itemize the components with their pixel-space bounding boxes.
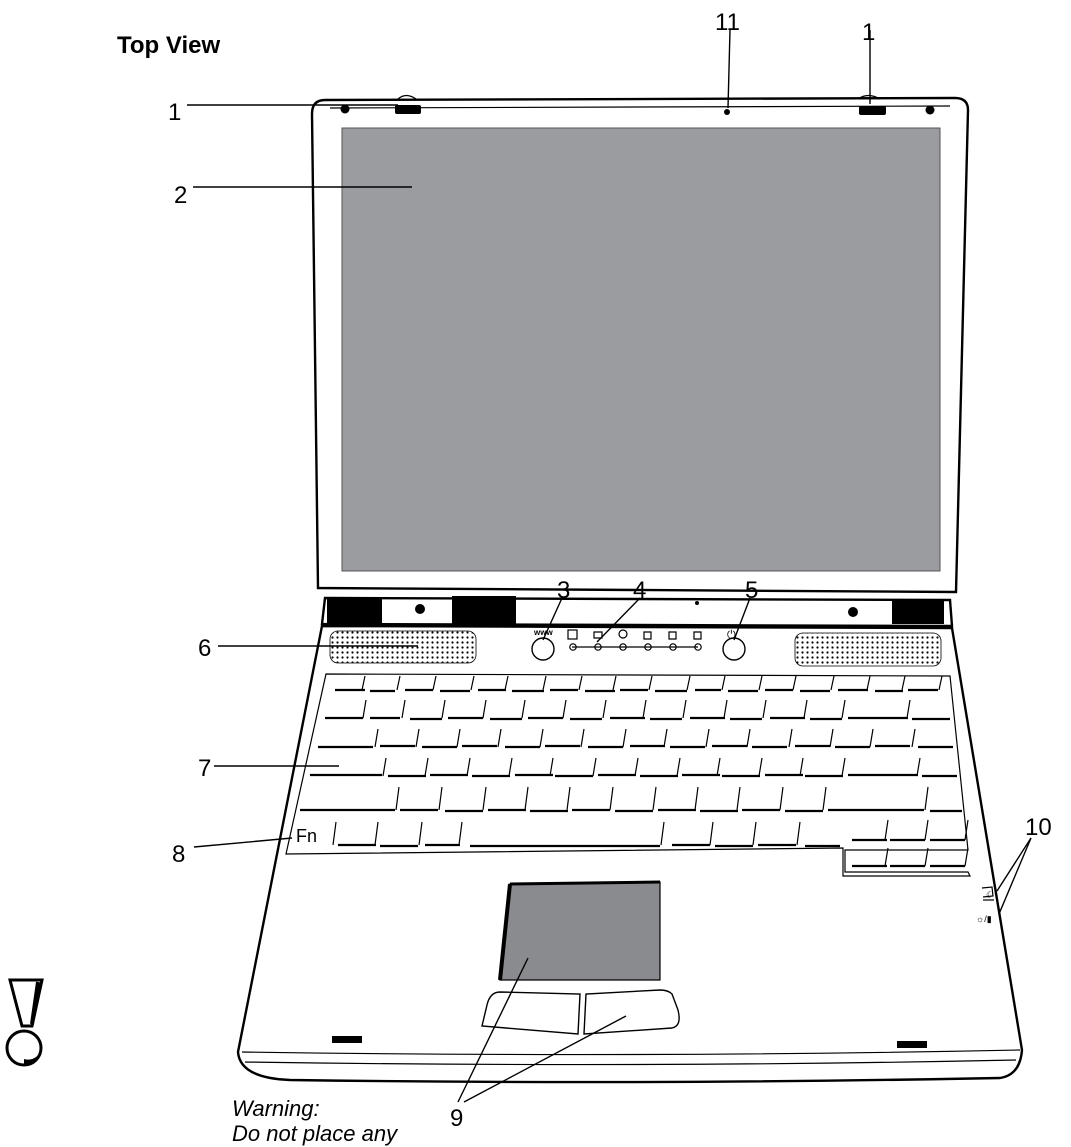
cdrom-icon	[618, 629, 628, 639]
num-lock-icon	[643, 631, 652, 640]
svg-text:☾: ☾	[986, 890, 994, 900]
fn-key-label: Fn	[296, 826, 317, 846]
keyboard[interactable]: Fn	[285, 673, 971, 877]
callout-1-right: 1	[862, 19, 875, 46]
callout-8: 8	[172, 841, 185, 868]
battery-icon	[567, 629, 578, 640]
power-charge-indicators: ☾ ☼/▮	[976, 886, 994, 924]
warning-heading: Warning:	[232, 1096, 320, 1121]
page-title: Top View	[117, 32, 221, 59]
callout-4: 4	[633, 577, 646, 604]
lid-latches	[340, 94, 935, 115]
status-leds	[567, 629, 702, 651]
scroll-lock-icon	[693, 631, 702, 640]
display-lid	[310, 96, 970, 594]
internet-button[interactable]: www	[531, 628, 555, 661]
www-label: www	[533, 628, 553, 637]
callout-9: 9	[450, 1105, 463, 1132]
hdd-icon	[593, 631, 603, 639]
left-speaker	[329, 630, 477, 664]
right-speaker	[794, 632, 942, 667]
callout-11: 11	[715, 9, 740, 36]
warning-text: Do not place any	[232, 1121, 398, 1146]
callout-6: 6	[198, 635, 211, 662]
callout-numbers: 1 1 11 2 3 4 5 6 7 8 9 10	[168, 9, 1052, 1132]
caps-lock-icon	[668, 631, 677, 640]
svg-text:☼/▮: ☼/▮	[976, 914, 992, 924]
callout-3: 3	[557, 577, 570, 604]
callout-lines	[187, 29, 1032, 1103]
right-touchpad-button[interactable]	[583, 989, 680, 1035]
laptop-base	[236, 624, 1024, 1084]
power-button[interactable]: ⏻	[722, 629, 746, 661]
power-icon: ⏻	[727, 629, 736, 641]
lcd-screen	[341, 127, 941, 572]
warning-exclamation-icon	[5, 978, 44, 1067]
callout-5: 5	[745, 577, 758, 604]
callout-7: 7	[198, 755, 211, 782]
callout-10: 10	[1025, 814, 1052, 841]
microphone-dot	[724, 109, 730, 115]
callout-1-left: 1	[168, 99, 181, 126]
touchpad[interactable]	[498, 880, 661, 981]
hinge-area	[320, 596, 954, 628]
callout-2: 2	[174, 182, 187, 209]
left-touchpad-button[interactable]	[481, 991, 581, 1035]
